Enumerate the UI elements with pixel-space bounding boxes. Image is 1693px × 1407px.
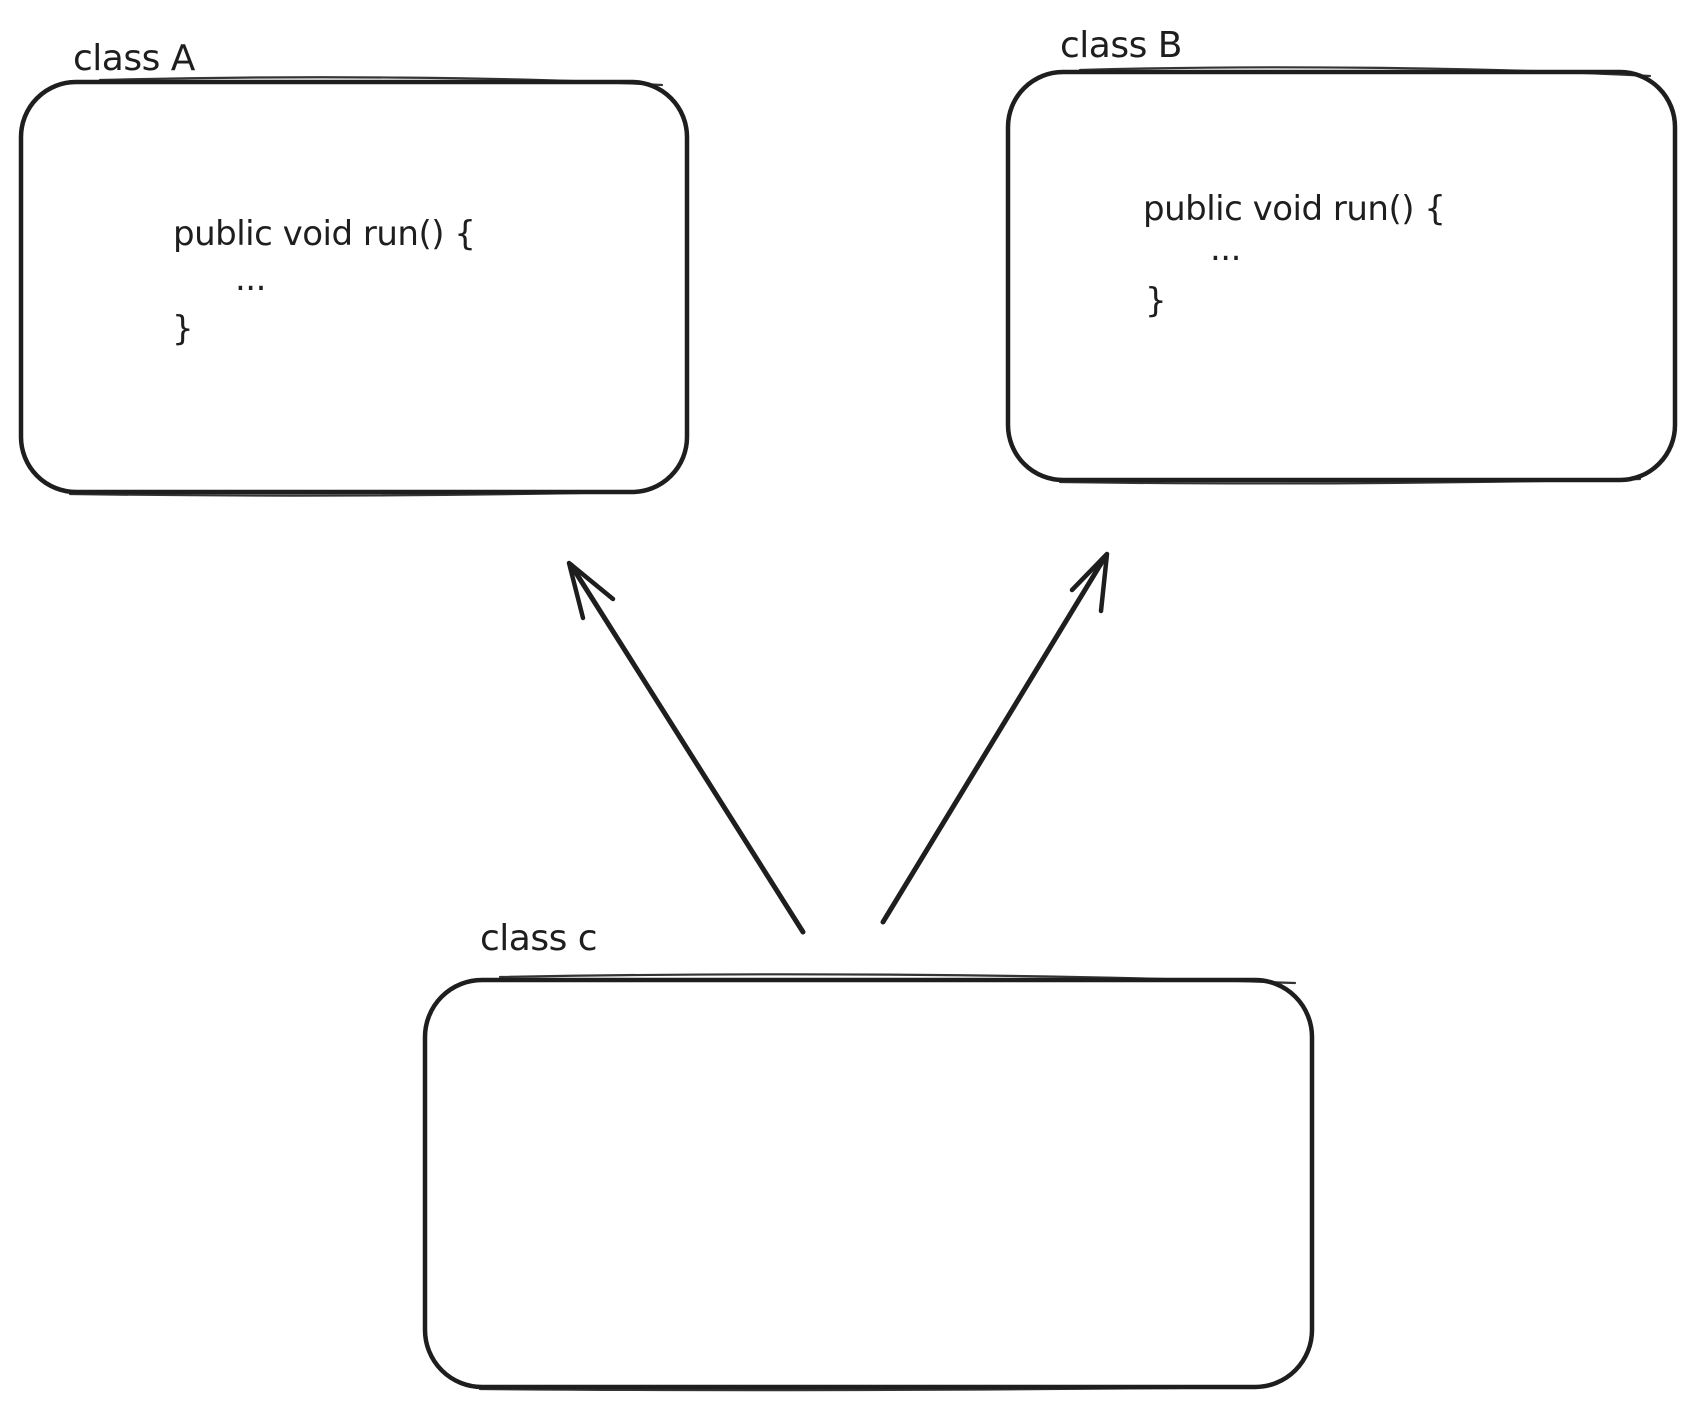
class-b-box-overdraw-top [1078,66,1652,78]
class-b-code-line-3: } [1145,281,1166,321]
arrow-c-to-b-head [1069,551,1110,614]
node-class-c[interactable]: class c [422,918,1315,1392]
class-b-code-line-1: public void run() { [1143,189,1445,229]
arrow-c-to-a[interactable] [566,560,806,935]
class-b-box-overdraw-bottom [1058,477,1642,485]
node-class-b[interactable]: class B public void run() { ... } [1005,25,1678,485]
class-c-box-overdraw-top [498,973,1297,985]
class-c-box [422,977,1315,1390]
class-c-box-overdraw-bottom [478,1385,1267,1392]
class-b-box [1005,69,1678,483]
class-b-label: class B [1060,25,1182,66]
class-a-box-overdraw-bottom [68,490,632,497]
class-a-box-overdraw-top [98,76,664,87]
class-a-label: class A [73,38,196,79]
class-a-code-line-3: } [172,309,193,349]
arrow-c-to-a-shaft [568,562,806,935]
arrow-c-to-b-shaft [880,554,1108,925]
class-a-box [18,79,690,495]
arrow-c-to-a-head [566,560,616,621]
class-a-code-line-1: public void run() { [173,214,475,254]
arrow-c-to-b[interactable] [880,551,1110,925]
class-a-code-line-2: ... [235,259,266,299]
node-class-a[interactable]: class A public void run() { ... } [18,38,690,497]
class-c-label: class c [480,918,597,959]
class-b-code-line-2: ... [1210,229,1241,269]
